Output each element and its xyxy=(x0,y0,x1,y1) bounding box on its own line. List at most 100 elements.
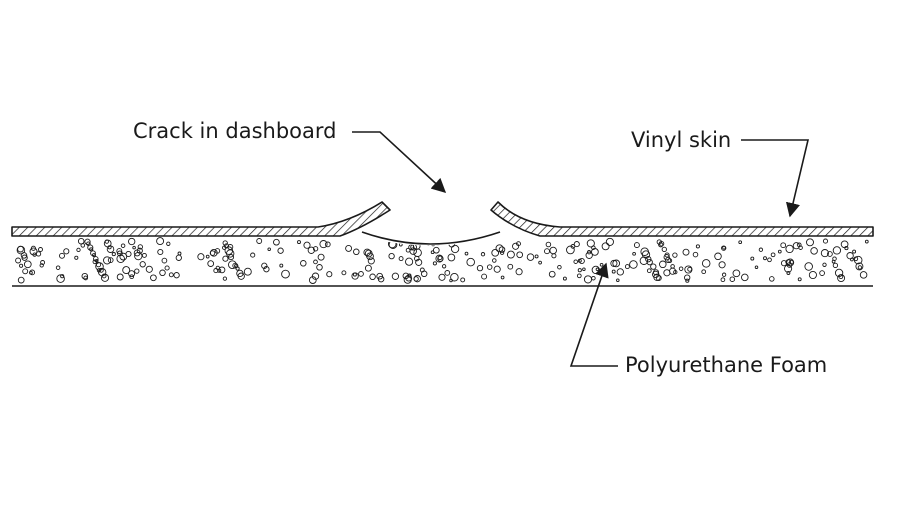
foam-bubble xyxy=(786,258,795,267)
foam-bubble xyxy=(128,237,136,246)
foam-bubble xyxy=(134,251,143,261)
foam-bubble xyxy=(281,269,290,279)
foam-bubble xyxy=(645,256,652,263)
foam-bubble xyxy=(235,266,240,271)
foam-bubble xyxy=(205,254,210,259)
foam-bubble xyxy=(29,247,38,256)
foam-bubble xyxy=(507,263,514,270)
foam-bubble xyxy=(526,253,535,261)
foam-bubble xyxy=(591,275,596,281)
foam-bubble xyxy=(758,247,764,252)
foam-bubble xyxy=(720,277,726,283)
foam-bubble xyxy=(425,239,431,244)
foam-bubble xyxy=(164,265,170,271)
foam-bubble xyxy=(415,258,423,266)
foam-bubble xyxy=(701,269,707,275)
foam-bubble xyxy=(83,275,89,281)
foam-bubble xyxy=(15,257,22,264)
foam-bubble xyxy=(718,261,726,269)
foam-bubble xyxy=(515,268,523,276)
foam-bubble xyxy=(684,274,691,281)
foam-bubble xyxy=(23,260,32,269)
foam-bubble xyxy=(319,240,328,249)
foam-bubble xyxy=(549,246,557,255)
foam-bubble xyxy=(87,244,94,251)
foam-bubble xyxy=(646,258,653,266)
foam-bubble xyxy=(103,256,112,265)
foam-bubble xyxy=(145,265,153,273)
foam-bubble xyxy=(117,250,123,257)
foam-bubble xyxy=(682,248,690,256)
foam-bubble xyxy=(398,242,403,247)
foam-bubble xyxy=(161,257,168,264)
foam-bubble xyxy=(363,248,371,257)
foam-bubble xyxy=(576,273,582,279)
crack-leader-arrow xyxy=(352,131,447,193)
foam-bubble xyxy=(777,249,782,254)
foam-bubble xyxy=(261,262,268,269)
foam-bubble xyxy=(548,270,556,278)
foam-bubble xyxy=(116,273,124,281)
foam-bubble xyxy=(464,251,469,256)
foam-bubble xyxy=(516,251,524,259)
foam-bubble xyxy=(687,266,693,272)
foam-bubble xyxy=(616,268,624,276)
polyurethane-foam-label: Polyurethane Foam xyxy=(625,353,828,377)
foam-bubble xyxy=(139,261,146,268)
foam-bubble xyxy=(692,251,699,258)
foam-bubble xyxy=(122,266,131,275)
vinyl-skin-label: Vinyl skin xyxy=(631,128,732,152)
foam-bubble xyxy=(222,276,228,281)
foam-bubble xyxy=(19,263,24,268)
foam-bubble xyxy=(316,264,323,271)
foam-bubble xyxy=(544,248,550,255)
foam-bubble xyxy=(405,274,413,282)
foam-bubble xyxy=(300,260,307,267)
foam-bubble xyxy=(624,264,630,270)
foam-bubble xyxy=(633,242,640,249)
foam-bubble xyxy=(850,257,854,262)
foam-bubble xyxy=(437,255,444,262)
foam-bubble xyxy=(150,274,157,282)
foam-bubble xyxy=(405,247,411,253)
foam-bubble xyxy=(100,273,110,282)
foam-bubble xyxy=(250,252,256,258)
foam-bubble xyxy=(157,248,164,256)
foam-bubble xyxy=(611,269,616,274)
foam-bubble xyxy=(413,276,419,282)
foam-bubble xyxy=(391,272,400,280)
foam-bubble xyxy=(832,246,842,255)
foam-bubble xyxy=(129,274,135,280)
foam-bubble xyxy=(228,260,237,270)
foam-bubble xyxy=(226,249,235,258)
foam-bubble xyxy=(797,277,802,282)
foam-bubble xyxy=(500,275,505,280)
foam-bubble xyxy=(832,256,837,261)
foam-bubble xyxy=(729,276,736,282)
foam-bubble xyxy=(450,244,460,254)
foam-bubble xyxy=(678,266,684,271)
foam-bubble xyxy=(326,271,333,278)
foam-bubble xyxy=(763,256,767,261)
foam-bubble xyxy=(495,244,504,253)
foam-bubble xyxy=(810,247,818,255)
foam-bubble xyxy=(313,259,318,265)
foam-bubble xyxy=(838,274,844,280)
foam-bubble xyxy=(214,248,221,254)
foam-bubble xyxy=(17,276,25,284)
foam-bubble xyxy=(844,246,849,251)
foam-bubble xyxy=(405,257,414,266)
foam-bubble xyxy=(209,250,216,256)
foam-bubble xyxy=(119,252,128,261)
foam-bubble xyxy=(168,272,174,278)
foam-bubble xyxy=(738,240,743,245)
foam-bubble xyxy=(827,251,833,257)
foam-bubble xyxy=(279,263,284,268)
foam-bubble xyxy=(351,272,359,280)
foam-bubble xyxy=(197,253,205,261)
foam-bubble xyxy=(353,248,360,256)
foam-bubble xyxy=(672,252,678,258)
foam-bubble xyxy=(786,271,791,275)
foam-bubble xyxy=(741,273,749,282)
